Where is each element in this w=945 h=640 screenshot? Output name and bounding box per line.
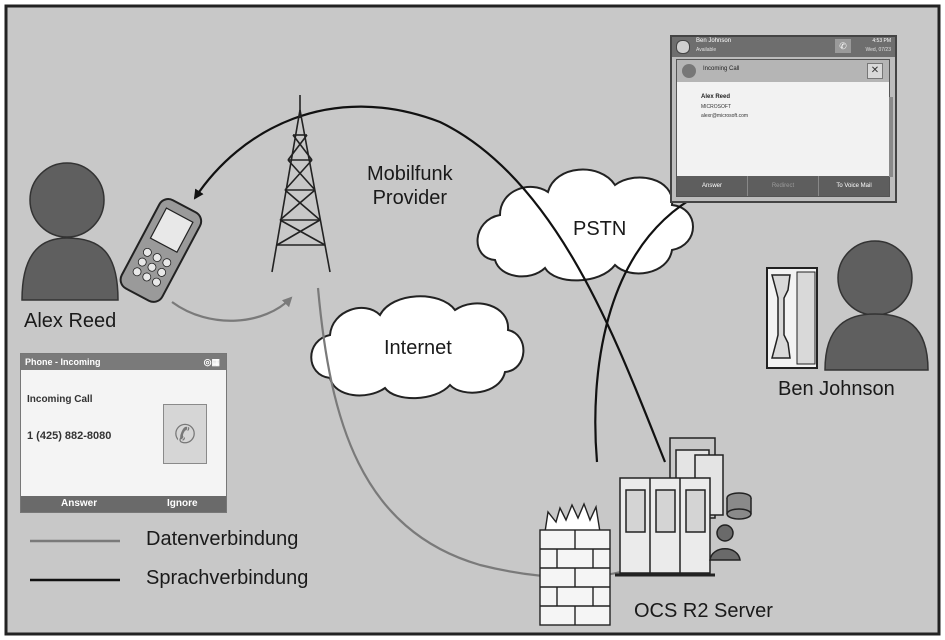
firewall-icon — [539, 502, 611, 626]
internet-label: Internet — [384, 337, 452, 359]
popup-call-icon — [682, 64, 696, 78]
alex-person-icon — [21, 162, 119, 301]
popup-voicemail-button[interactable]: To Voice Mail — [836, 183, 872, 189]
popup-window-title: Incoming Call — [703, 66, 740, 72]
ocs-label: OCS R2 Server — [634, 600, 773, 622]
voice-line-server-to-popup — [594, 183, 722, 463]
phone-answer-button[interactable]: Answer — [61, 498, 98, 509]
desktop-incoming-call-popup: Ben Johnson Available ✆ 4:53 PM Wed, 07/… — [670, 35, 897, 203]
phone-incoming-screen: Phone - Incoming ◎▦ Incoming Call 1 (425… — [20, 353, 227, 513]
popup-header-bar: Ben Johnson Available ✆ 4:53 PM Wed, 07/… — [672, 37, 895, 57]
phone-number-text: 1 (425) 882-8080 — [27, 430, 112, 442]
popup-time: 4:53 PM — [872, 38, 891, 44]
popup-user-name: Ben Johnson — [696, 38, 732, 44]
legend-voice-label: Sprachverbindung — [146, 567, 309, 589]
phone-title: Phone - Incoming — [25, 357, 101, 367]
internet-cloud — [310, 295, 525, 400]
legend-data-label: Datenverbindung — [146, 528, 299, 550]
phone-handset-icon: ✆ — [163, 404, 207, 464]
data-line-alex-to-tower — [171, 296, 293, 322]
pstn-label: PSTN — [573, 218, 627, 240]
popup-redirect-button[interactable]: Redirect — [748, 176, 819, 196]
popup-caller-company: MICROSOFT — [701, 104, 731, 110]
cell-phone-icon — [119, 198, 203, 303]
data-line-tower-to-server — [316, 287, 667, 579]
phone-status-icons: ◎▦ — [203, 357, 220, 367]
phone-softkey-bar: Answer Ignore — [21, 496, 226, 512]
mobile-provider-label: Mobilfunk Provider — [367, 163, 453, 209]
ocs-server-icon — [615, 437, 752, 577]
ben-label: Ben Johnson — [778, 378, 895, 400]
ben-person-icon — [824, 240, 929, 371]
desk-phone-icon — [766, 267, 818, 369]
phone-incoming-text: Incoming Call — [27, 394, 93, 405]
popup-date: Wed, 07/23 — [865, 47, 891, 53]
popup-scrollbar[interactable] — [889, 97, 893, 177]
phone-ignore-button[interactable]: Ignore — [167, 498, 198, 509]
popup-user-status: Available — [696, 47, 717, 53]
popup-presence-icon — [676, 40, 690, 54]
popup-close-icon[interactable]: ✕ — [867, 63, 883, 79]
radio-tower-icon — [271, 95, 331, 273]
voice-line-server-to-alex — [193, 105, 667, 463]
popup-title-bar: Incoming Call ✕ — [677, 60, 889, 82]
popup-button-bar: Answer Redirect To Voice Mail — [677, 176, 889, 196]
popup-window: Incoming Call ✕ Alex Reed MICROSOFT alex… — [676, 59, 890, 197]
popup-answer-button[interactable]: Answer — [677, 176, 748, 196]
alex-label: Alex Reed — [24, 310, 117, 332]
popup-caller-email: alexr@microsoft.com — [701, 113, 749, 119]
popup-phone-icon: ✆ — [835, 39, 851, 53]
phone-title-bar: Phone - Incoming ◎▦ — [21, 354, 226, 370]
popup-caller-name: Alex Reed — [701, 94, 731, 100]
